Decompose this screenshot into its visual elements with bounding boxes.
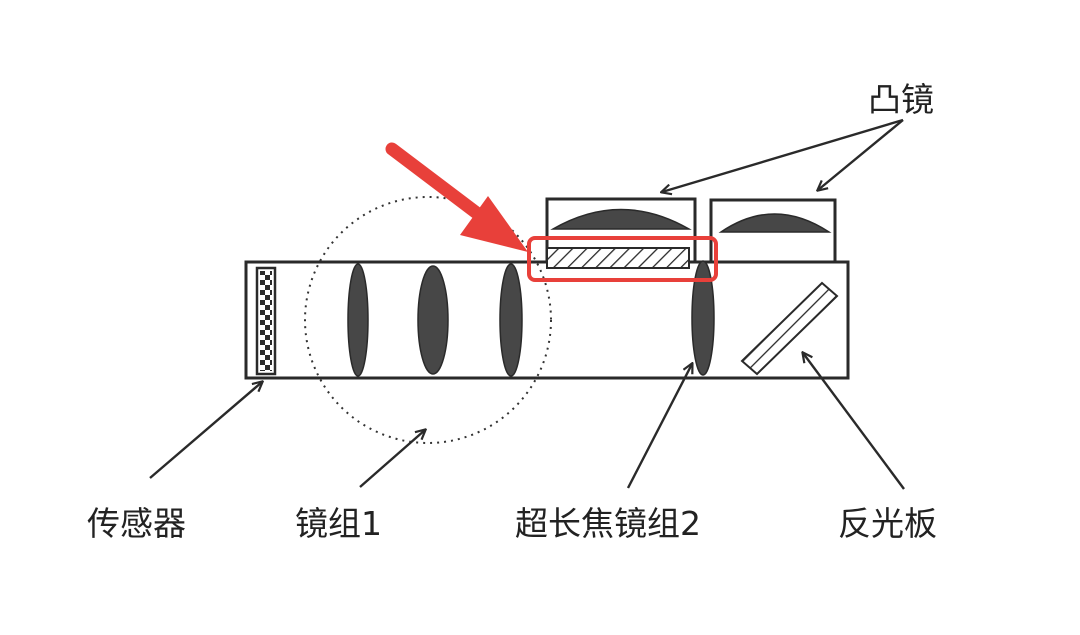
lens-1c (499, 263, 523, 377)
lens-group-1-highlight-circle (304, 196, 552, 444)
reflector-mirror (740, 281, 839, 376)
highlight-box (527, 236, 718, 282)
convex-lens-1 (550, 208, 692, 230)
lens-2 (691, 260, 715, 376)
arrow-sensor (149, 382, 262, 479)
sensor (255, 266, 277, 376)
convex-lens-2 (718, 213, 832, 233)
arrow-convex-2 (818, 119, 904, 190)
arrow-convex-1 (662, 118, 904, 192)
arrow-lens-group-1 (359, 430, 425, 488)
label-convex-lens: 凸镜 (868, 80, 934, 119)
lens-1a (347, 263, 369, 377)
arrow-reflector (803, 353, 905, 490)
arrow-lens-group-2 (626, 364, 692, 489)
label-lens-group-1: 镜组1 (295, 504, 382, 543)
red-arrow (385, 142, 528, 252)
label-telephoto-lens-group-2: 超长焦镜组2 (515, 504, 701, 543)
lens-1b (417, 265, 449, 375)
label-sensor: 传感器 (87, 504, 186, 543)
hatched-plate (546, 247, 690, 269)
label-reflector: 反光板 (838, 504, 937, 543)
